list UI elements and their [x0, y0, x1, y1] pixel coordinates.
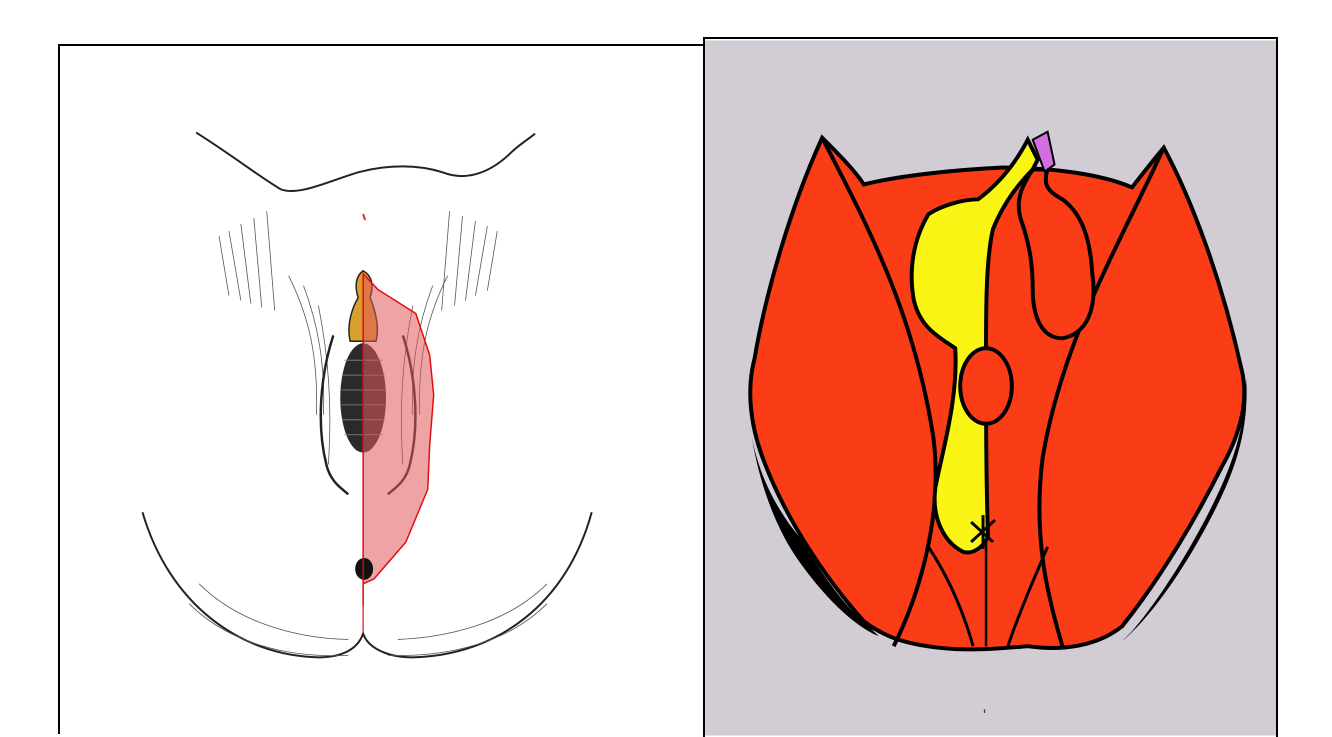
segmentation-map: '	[705, 39, 1276, 737]
upper-contour-line	[196, 133, 535, 191]
lower-dark-spot	[355, 558, 373, 580]
right-segmentation-panel: '	[703, 37, 1278, 737]
central-oval	[960, 348, 1012, 423]
left-illustration	[60, 46, 706, 734]
left-illustration-panel	[58, 44, 708, 734]
bottom-mark: '	[983, 708, 986, 725]
top-mark	[363, 214, 365, 220]
highlight-region	[363, 274, 434, 606]
